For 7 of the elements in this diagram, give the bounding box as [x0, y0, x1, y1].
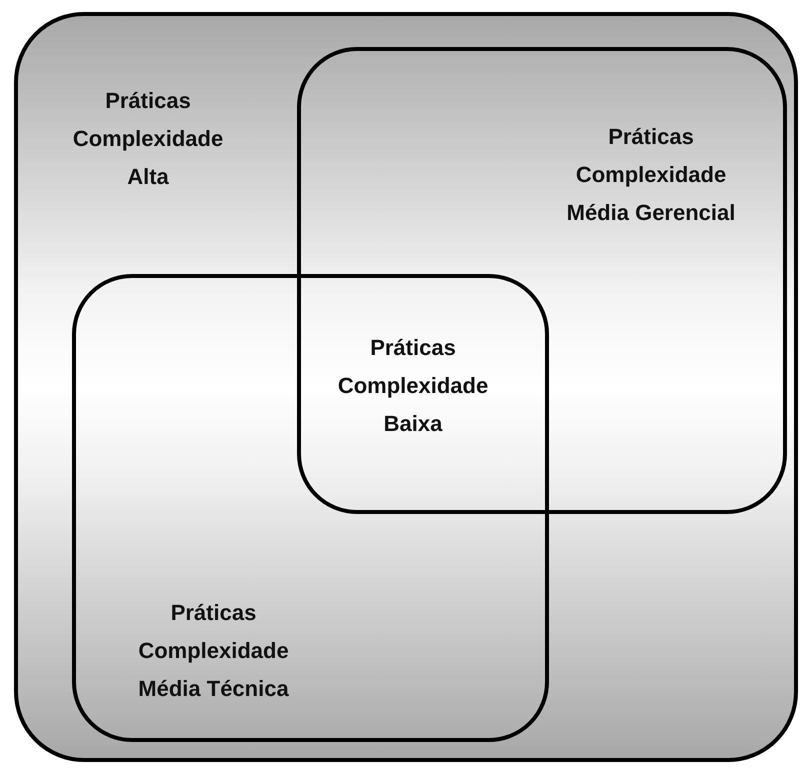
region-label: Práticas Complexidade Média Técnica — [137, 599, 290, 703]
set-region — [297, 47, 787, 514]
region-label: Práticas Complexidade Alta — [72, 87, 224, 191]
set-region — [14, 12, 798, 762]
overlap-label: Práticas Complexidade Baixa — [336, 334, 490, 438]
set-region — [72, 274, 549, 742]
region-label: Práticas Complexidade Média Gerencial — [566, 123, 736, 227]
